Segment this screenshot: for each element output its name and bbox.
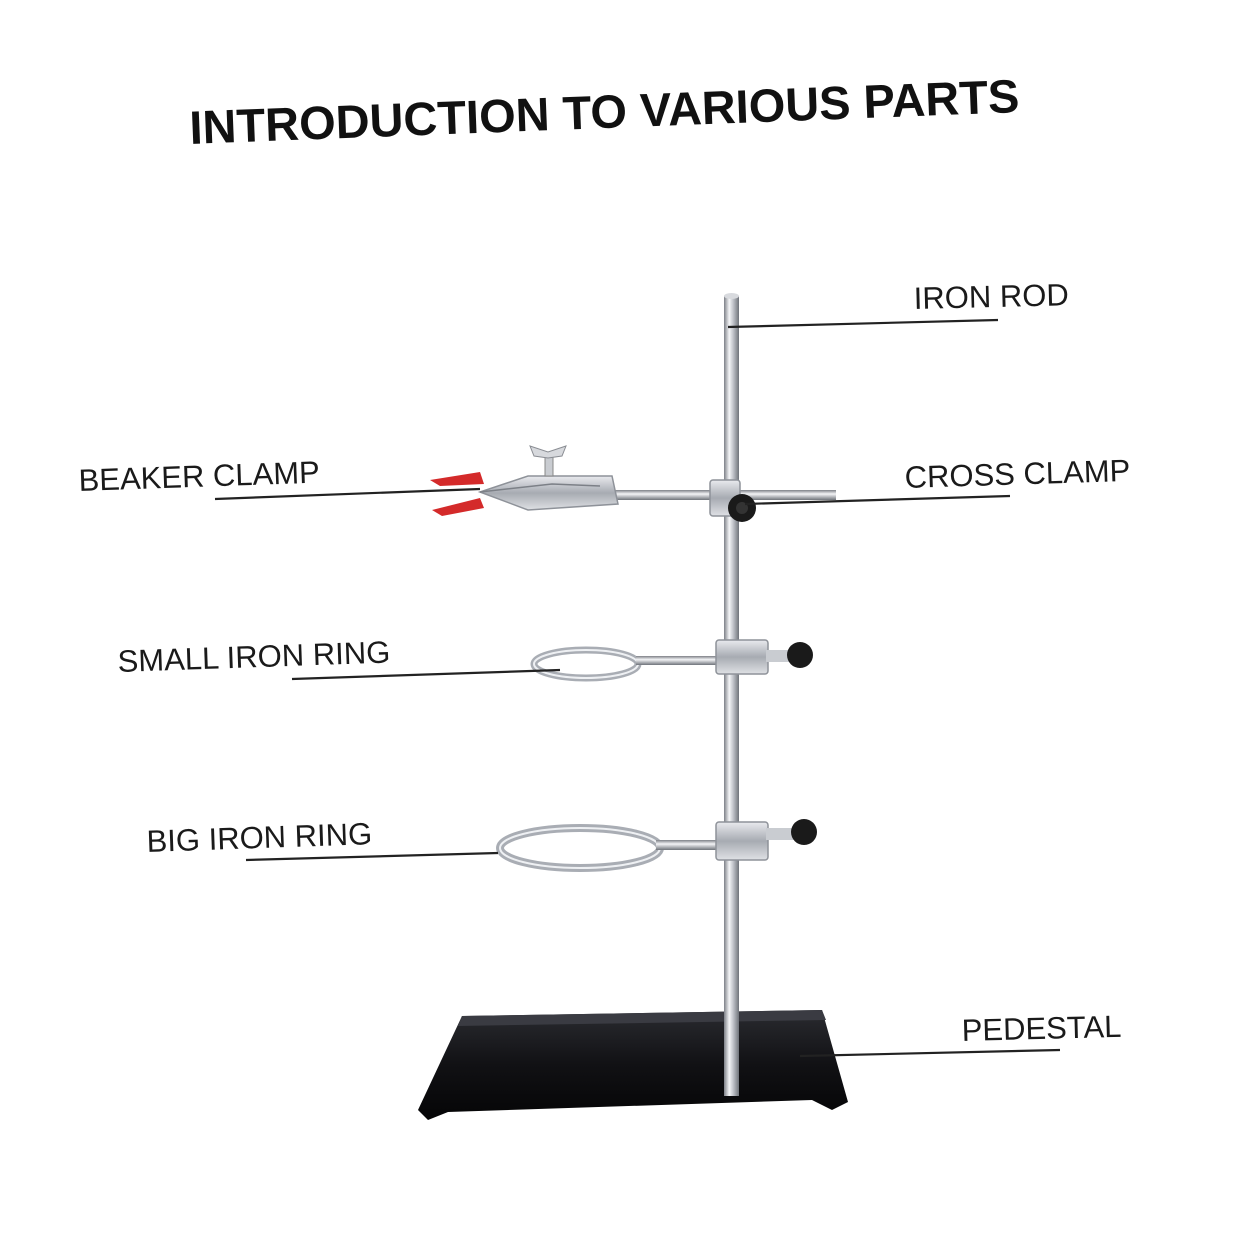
small-iron-ring [530,639,813,682]
beaker-clamp [430,445,836,516]
label-small-iron-ring: SMALL IRON RING [117,634,391,678]
big-iron-ring [496,819,817,872]
page-title: INTRODUCTION TO VARIOUS PARTS [188,69,1020,154]
pedestal [418,1010,848,1120]
iron-rod [724,293,739,1096]
leader-line-iron-rod [727,318,999,329]
cross-clamp [709,479,756,522]
knob-icon [787,642,813,668]
clamp-tip-icon [430,472,484,486]
leader-line-beaker-clamp [214,487,481,501]
label-pedestal: PEDESTAL [961,1009,1122,1048]
label-cross-clamp: CROSS CLAMP [904,453,1131,495]
label-iron-rod: IRON ROD [913,277,1069,316]
label-big-iron-ring: BIG IRON RING [146,816,373,859]
label-beaker-clamp: BEAKER CLAMP [78,455,320,498]
leader-line-cross-clamp [744,494,1011,506]
knob-icon [791,819,817,845]
leader-line-pedestal [799,1048,1061,1058]
leader-line-big-iron-ring [245,851,499,862]
leader-line-small-iron-ring [291,668,561,681]
